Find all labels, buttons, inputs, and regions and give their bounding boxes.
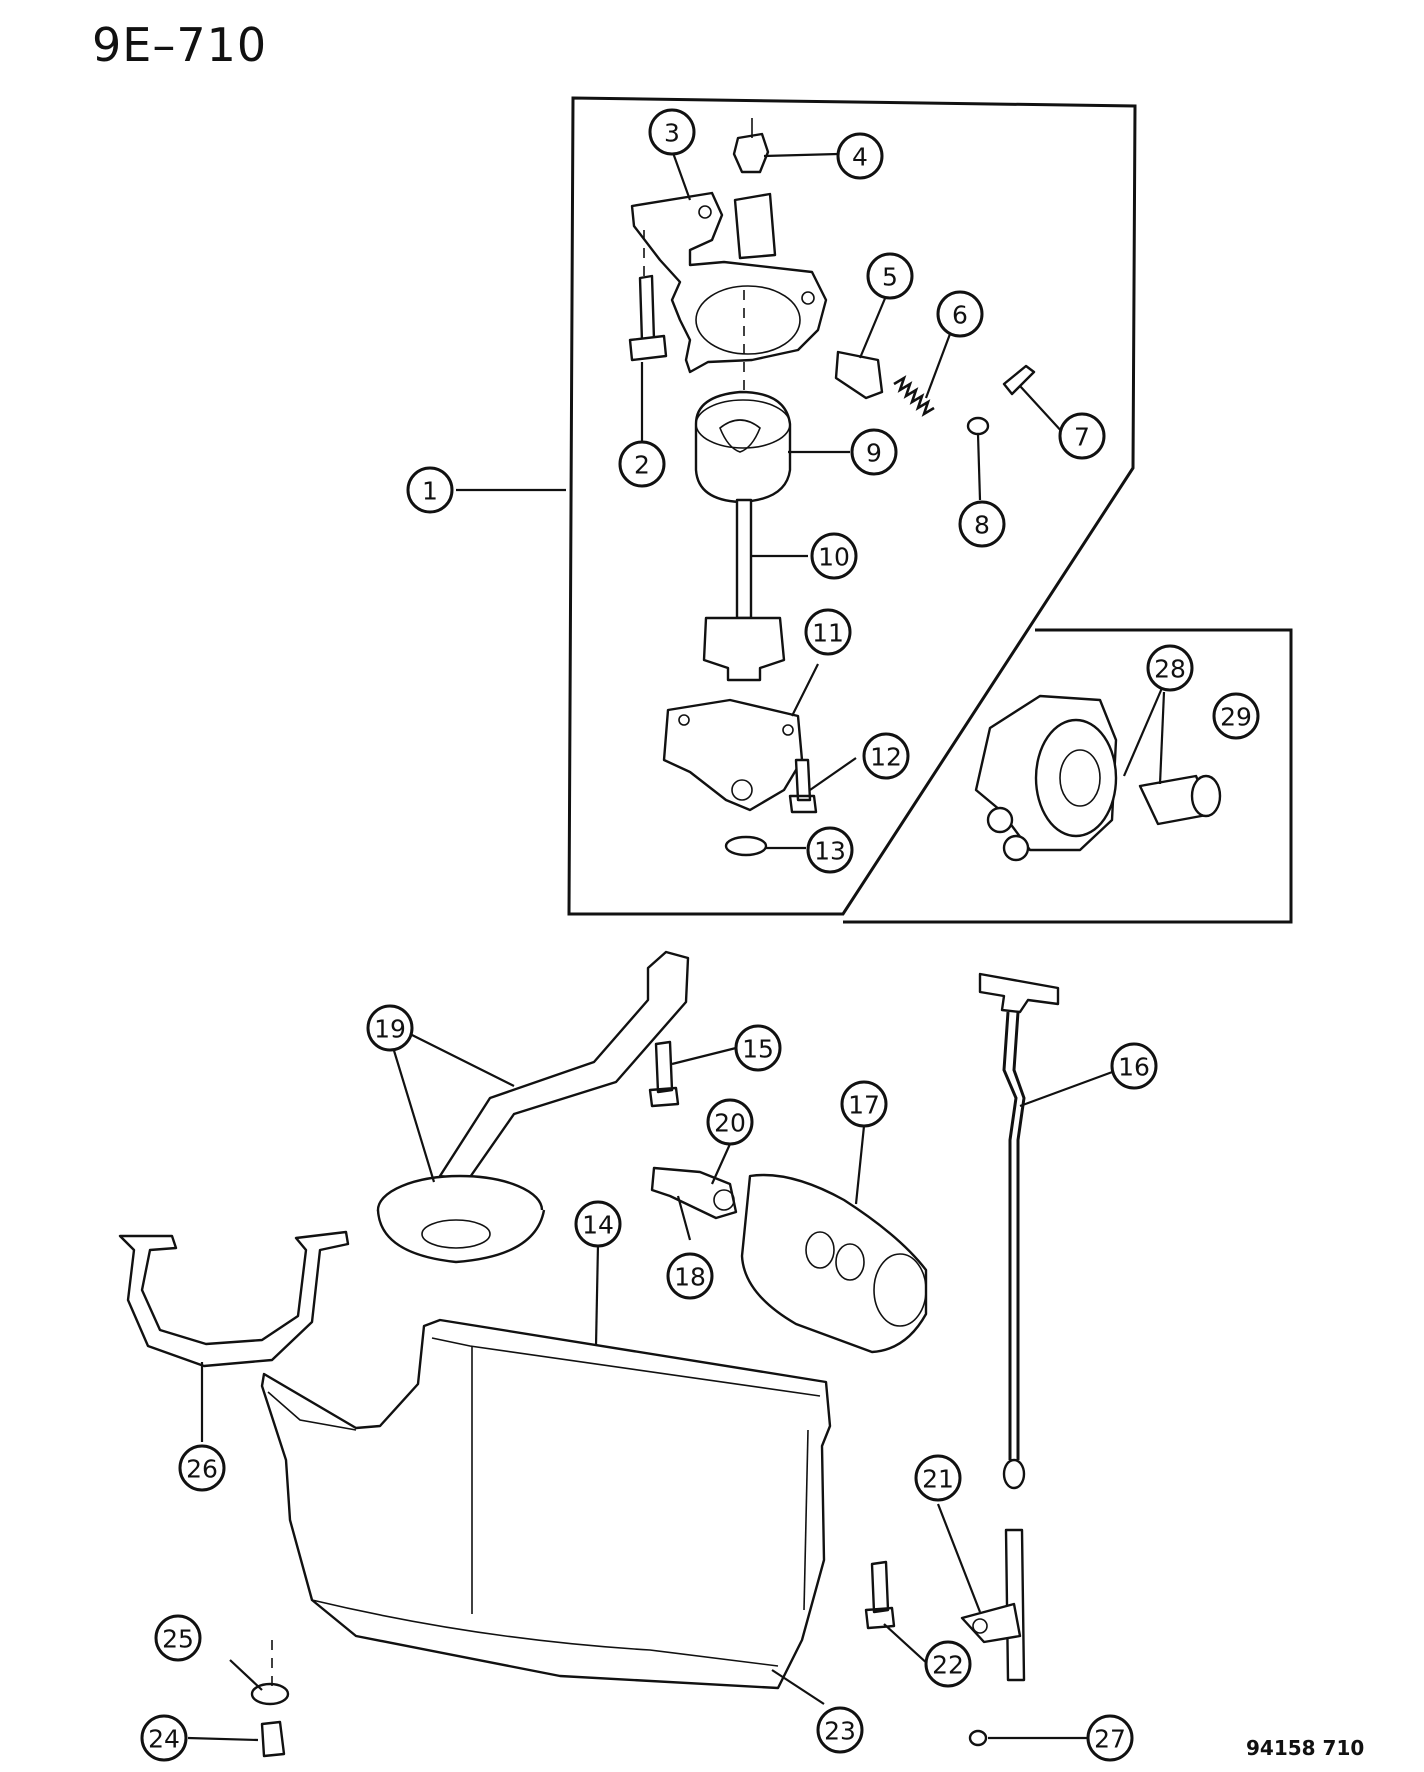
svg-text:13: 13 [814, 837, 846, 866]
dipstick [978, 972, 1060, 1490]
svg-text:17: 17 [848, 1091, 880, 1120]
outer-rotor [694, 390, 792, 504]
drain-plug [260, 1720, 286, 1758]
callout-16: 16 [1110, 1042, 1158, 1090]
svg-text:21: 21 [922, 1465, 954, 1494]
callout-2: 2 [618, 440, 666, 488]
svg-text:27: 27 [1094, 1725, 1126, 1754]
callout-29: 29 [1212, 692, 1260, 740]
svg-text:11: 11 [812, 619, 844, 648]
drawing-code: 94158 710 [1246, 1736, 1365, 1760]
cooler-detail-frame [843, 628, 1293, 924]
svg-text:1: 1 [422, 477, 438, 506]
callout-7: 7 [1058, 412, 1106, 460]
oil-filter [740, 1173, 928, 1354]
callout-20: 20 [706, 1098, 754, 1146]
svg-text:26: 26 [186, 1455, 218, 1484]
oil-pan [260, 1318, 832, 1690]
dipstick-tube-o-ring [968, 1729, 988, 1747]
callout-22: 22 [924, 1640, 972, 1688]
svg-text:25: 25 [162, 1625, 194, 1654]
svg-text:18: 18 [674, 1263, 706, 1292]
callout-3: 3 [648, 108, 696, 156]
svg-text:9: 9 [866, 439, 882, 468]
svg-text:20: 20 [714, 1109, 746, 1138]
svg-text:8: 8 [974, 511, 990, 540]
callout-19: 19 [366, 1004, 414, 1052]
svg-text:2: 2 [634, 451, 650, 480]
svg-text:19: 19 [374, 1015, 406, 1044]
callout-5: 5 [866, 252, 914, 300]
svg-text:24: 24 [148, 1725, 180, 1754]
callout-25: 25 [154, 1614, 202, 1662]
shaft-seal [724, 835, 768, 857]
callout-14: 14 [574, 1200, 622, 1248]
callout-15: 15 [734, 1024, 782, 1072]
pickup-bolt [648, 1040, 680, 1108]
svg-text:28: 28 [1154, 655, 1186, 684]
pump-bolt [628, 230, 668, 362]
cooler-fitting [1138, 774, 1222, 826]
svg-text:4: 4 [852, 143, 868, 172]
oil-cooler [974, 694, 1118, 862]
svg-text:3: 3 [664, 119, 680, 148]
relief-spring [893, 375, 935, 417]
svg-text:14: 14 [582, 1211, 614, 1240]
dipstick-tube [960, 1528, 1026, 1682]
svg-text:10: 10 [818, 543, 850, 572]
callout-28: 28 [1146, 644, 1194, 692]
callout-27: 27 [1086, 1714, 1134, 1762]
svg-text:6: 6 [952, 301, 968, 330]
callout-9: 9 [850, 428, 898, 476]
callout-4: 4 [836, 132, 884, 180]
oil-pickup-tube [376, 950, 690, 1264]
callout-21: 21 [914, 1454, 962, 1502]
callout-17: 17 [840, 1080, 888, 1128]
callout-13: 13 [806, 826, 854, 874]
oil-pump-body [630, 191, 828, 374]
pump-detail-frame [567, 96, 1137, 916]
pump-cover [662, 698, 804, 812]
callout-8: 8 [958, 500, 1006, 548]
callout-11: 11 [804, 608, 852, 656]
callout-26: 26 [178, 1444, 226, 1492]
svg-text:29: 29 [1220, 703, 1252, 732]
svg-text:15: 15 [742, 1035, 774, 1064]
svg-text:23: 23 [824, 1717, 856, 1746]
callout-1: 1 [406, 466, 454, 514]
pan-gasket-end-seal [118, 1230, 350, 1368]
svg-text:22: 22 [932, 1651, 964, 1680]
callout-24: 24 [140, 1714, 188, 1762]
pan-bolt [864, 1560, 896, 1630]
svg-text:16: 16 [1118, 1053, 1150, 1082]
svg-text:12: 12 [870, 743, 902, 772]
callout-12: 12 [862, 732, 910, 780]
svg-text:7: 7 [1074, 423, 1090, 452]
relief-valve [834, 350, 884, 400]
relief-cap [966, 416, 990, 436]
pump-shaft [702, 290, 786, 682]
callout-23: 23 [816, 1706, 864, 1754]
filter-adapter [650, 1166, 738, 1220]
oil-pressure-sender [732, 118, 770, 174]
cover-bolt [788, 758, 818, 814]
page-title: 9E–710 [92, 18, 268, 72]
callout-18: 18 [666, 1252, 714, 1300]
retainer-clip [1002, 364, 1036, 396]
svg-text:5: 5 [882, 263, 898, 292]
callout-10: 10 [810, 532, 858, 580]
callout-6: 6 [936, 290, 984, 338]
